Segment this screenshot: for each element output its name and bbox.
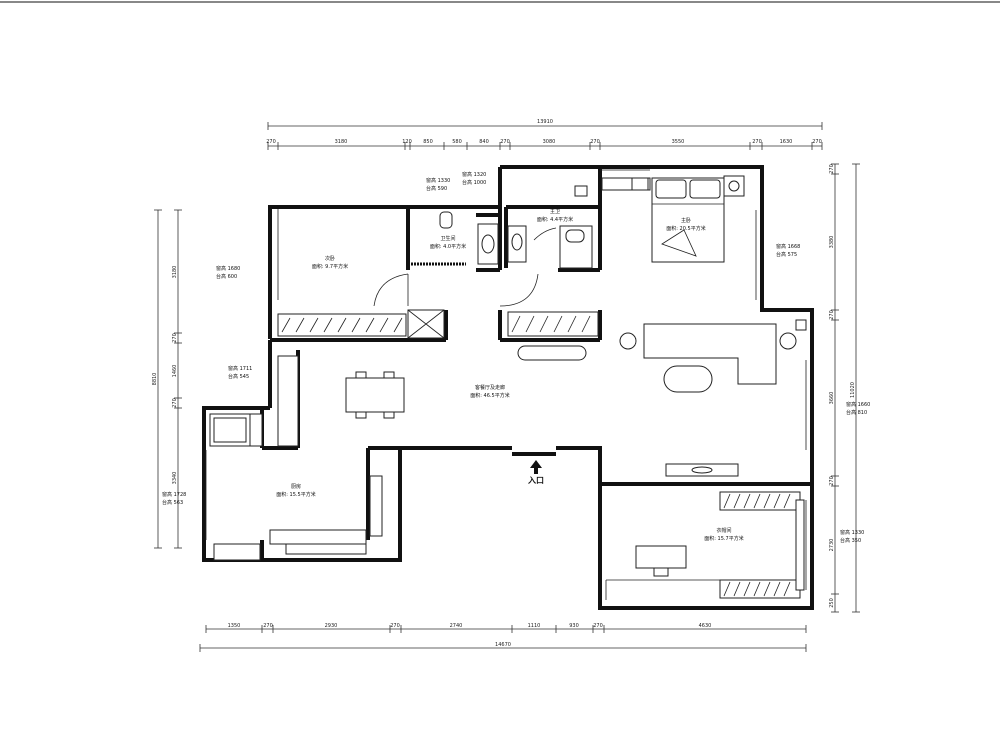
left-dim-2: 270 xyxy=(172,333,178,343)
left-dim-1: 3180 xyxy=(172,266,178,279)
toilet xyxy=(439,211,453,229)
kitchen-side-counter xyxy=(369,475,383,537)
entrance-label: 入口 xyxy=(527,476,544,485)
room-name-bathroom: 卫生间 xyxy=(440,235,455,242)
bottom-dim-6: 1110 xyxy=(528,623,541,629)
right-dim-6: 2730 xyxy=(829,539,835,552)
window-note-7-line2: 台高 563 xyxy=(162,499,183,506)
right-dim-3: 270 xyxy=(829,310,835,320)
left-dim-5: 3340 xyxy=(172,472,178,485)
top-dim-10: 3550 xyxy=(672,139,685,145)
right-dimensions: 270 3380 270 3660 270 2730 250 11020 xyxy=(829,163,860,613)
side-lamp-right xyxy=(779,332,797,350)
room-labels: 次卧 面积: 9.7平方米 卫生间 面积: 4.0平方米 主卫 面积: 4.4平… xyxy=(276,208,743,542)
top-dim-4: 850 xyxy=(423,139,433,145)
bottom-dim-3: 2930 xyxy=(325,623,338,629)
window-note-1-line2: 台高 600 xyxy=(216,273,237,280)
top-dim-8: 3080 xyxy=(543,139,556,145)
right-dim-4: 3660 xyxy=(829,392,835,405)
room-area-bathroom: 面积: 4.0平方米 xyxy=(430,243,466,250)
window-note-6-line1: 窗高 1660 xyxy=(846,401,870,408)
window-note-3-line1: 窗高 1320 xyxy=(462,171,486,178)
bottom-dim-1: 1350 xyxy=(228,623,241,629)
dining-table xyxy=(345,377,405,413)
window-notes: 窗高 1680 台高 600 窗高 1330 台高 590 窗高 1320 台高… xyxy=(162,171,870,544)
bottom-dim-4: 270 xyxy=(390,623,400,629)
window-note-4-line2: 台高 575 xyxy=(776,251,797,258)
entrance-arrow-icon xyxy=(530,460,542,474)
corridor-cabinet xyxy=(277,355,299,447)
top-dim-13: 270 xyxy=(812,139,822,145)
right-dim-7: 250 xyxy=(829,598,835,608)
window-note-2-line2: 台高 590 xyxy=(426,185,447,192)
top-dim-6: 840 xyxy=(479,139,489,145)
room-area-master-bedroom: 面积: 20.5平方米 xyxy=(666,225,705,232)
master-door xyxy=(499,273,539,307)
top-dim-11: 270 xyxy=(752,139,762,145)
side-lamp-left xyxy=(619,332,637,350)
right-dim-1: 270 xyxy=(829,164,835,174)
right-dim-5: 270 xyxy=(829,476,835,486)
bedroom2-door xyxy=(373,273,409,307)
tv-console xyxy=(517,345,587,361)
wardrobe-master xyxy=(507,311,599,337)
bottom-dim-2: 270 xyxy=(263,623,273,629)
window-note-8-line1: 窗高 1330 xyxy=(840,529,864,536)
room-name-bedroom2: 次卧 xyxy=(325,255,335,262)
top-dim-9: 270 xyxy=(590,139,600,145)
top-dim-5: 580 xyxy=(452,139,462,145)
left-dim-3: 1460 xyxy=(172,365,178,378)
left-dimensions: 8810 3180 270 1460 270 3340 xyxy=(152,209,182,549)
right-dimension-total: 11020 xyxy=(850,382,856,398)
bottom-dim-9: 4630 xyxy=(699,623,712,629)
window-note-3-line2: 台高 1000 xyxy=(462,179,486,186)
bottom-dim-5: 2740 xyxy=(450,623,463,629)
master-bath-toilet xyxy=(574,185,588,197)
room-name-master-bedroom: 主卧 xyxy=(681,217,691,224)
room-area-bedroom2: 面积: 9.7平方米 xyxy=(312,263,348,270)
top-dim-3: 120 xyxy=(402,139,412,145)
master-bath-door xyxy=(533,227,557,241)
room-name-master-bath: 主卫 xyxy=(550,208,560,215)
windows xyxy=(205,169,807,590)
room-name-living: 客餐厅及走廊 xyxy=(475,384,505,391)
window-note-1-line1: 窗高 1680 xyxy=(216,265,240,272)
window-note-5-line1: 窗高 1711 xyxy=(228,365,252,372)
window-note-7-line1: 窗高 1728 xyxy=(162,491,186,498)
bottom-dimensions: 1350 270 2930 270 2740 1110 930 270 4630… xyxy=(199,623,807,652)
plant xyxy=(795,319,807,331)
window-note-8-line2: 台高 350 xyxy=(840,537,861,544)
room-area-closet: 面积: 15.7平方米 xyxy=(704,535,743,542)
bottom-dimension-total: 14670 xyxy=(495,642,511,648)
top-dimension-total: 13910 xyxy=(537,119,553,125)
kitchen-counter xyxy=(269,529,367,545)
entrance-marker: 入口 xyxy=(512,452,556,485)
room-area-kitchen: 面积: 15.5平方米 xyxy=(276,491,315,498)
top-dim-12: 1630 xyxy=(780,139,793,145)
room-area-master-bath: 面积: 4.4平方米 xyxy=(537,216,573,223)
top-dimensions: 13910 270 3180 120 850 580 840 270 3080 … xyxy=(266,119,823,150)
right-dim-2: 3380 xyxy=(829,236,835,249)
bottom-dim-8: 270 xyxy=(593,623,603,629)
coffee-table xyxy=(663,365,713,393)
top-dim-2: 3180 xyxy=(335,139,348,145)
bottom-dim-7: 930 xyxy=(569,623,579,629)
furniture xyxy=(209,175,807,600)
room-name-closet: 衣帽间 xyxy=(716,527,731,534)
room-name-kitchen: 厨房 xyxy=(291,483,301,490)
left-dim-4: 270 xyxy=(172,398,178,408)
top-dim-7: 270 xyxy=(500,139,510,145)
window-note-6-line2: 台高 810 xyxy=(846,409,867,416)
room-area-living: 面积: 46.5平方米 xyxy=(470,392,509,399)
closet-island xyxy=(635,545,687,569)
window-note-2-line1: 窗高 1330 xyxy=(426,177,450,184)
sofa xyxy=(643,323,777,385)
window-note-5-line2: 台高 545 xyxy=(228,373,249,380)
top-dim-1: 270 xyxy=(266,139,276,145)
stove xyxy=(213,543,261,561)
window-note-4-line1: 窗高 1668 xyxy=(776,243,800,250)
left-dimension-total: 8810 xyxy=(152,373,158,386)
